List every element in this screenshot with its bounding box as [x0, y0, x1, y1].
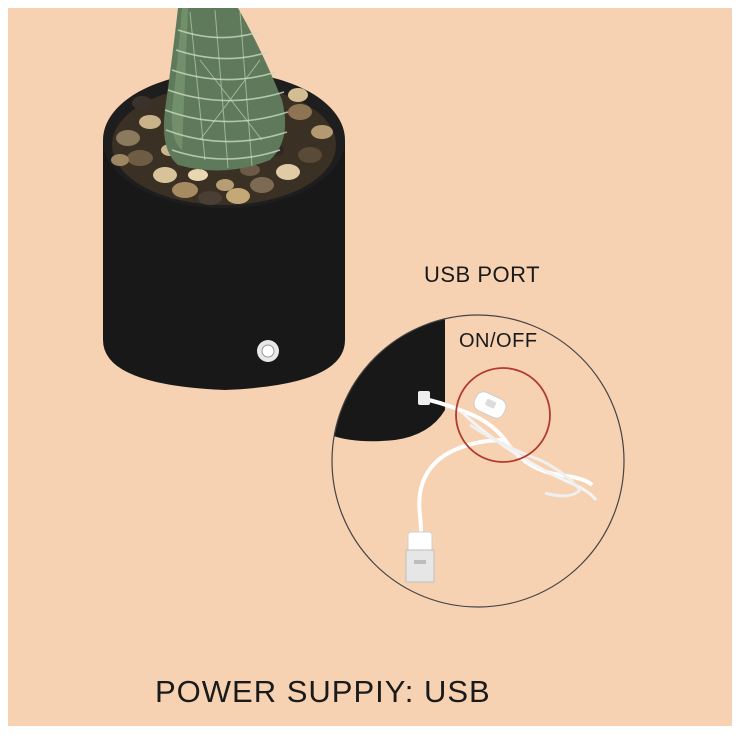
power-supply-caption: POWER SUPPIY: USB [155, 674, 491, 709]
on-off-label: ON/OFF [459, 330, 538, 352]
plant-stem [163, 8, 289, 171]
usb-socket [257, 340, 279, 362]
usb-port-label: USB PORT [424, 262, 541, 287]
on-off-highlight-circle [455, 367, 551, 463]
